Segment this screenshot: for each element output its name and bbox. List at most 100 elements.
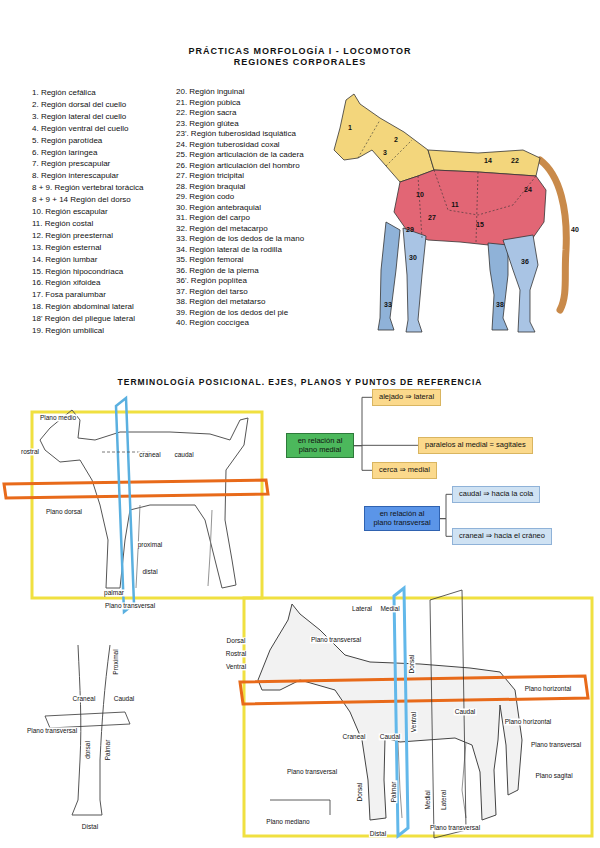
- region-list-item: 2. Región dorsal del cuello: [32, 101, 126, 110]
- direction-label: palmar: [103, 589, 125, 596]
- direction-label: Lateral: [440, 789, 447, 811]
- direction-label: Medial: [424, 789, 431, 810]
- direction-label: Medial: [379, 605, 400, 612]
- direction-label: Ventral: [410, 711, 417, 733]
- region-list-item: 32. Región del metacarpo: [176, 225, 268, 234]
- direction-label: Rostral: [225, 650, 248, 657]
- connector-line: [440, 494, 452, 518]
- region-list-item: 19. Región umbilical: [32, 327, 104, 336]
- direction-label: Plano transversal: [286, 768, 338, 775]
- callout-number: 40: [571, 226, 579, 234]
- region-list-item: 5. Región parotídea: [32, 137, 102, 146]
- callout-number: 36: [521, 258, 529, 266]
- region-list-item: 17. Fosa paralumbar: [32, 291, 106, 300]
- direction-label: Plano mediano: [265, 818, 310, 825]
- callout-number: 1: [348, 124, 352, 132]
- region-list-item: 27. Región tricipital: [176, 172, 244, 181]
- horse-outline: [258, 604, 522, 820]
- direction-label: Lateral: [351, 605, 373, 612]
- connector-line: [440, 519, 452, 537]
- definition-box: cerca ⇒ medial: [372, 462, 437, 479]
- foreleg-far: [378, 222, 400, 330]
- region-list-item: 22. Región sacra: [176, 109, 236, 118]
- median-plane-mark: [270, 800, 330, 815]
- callout-number: 24: [524, 186, 532, 194]
- dorsal-plane: [4, 480, 268, 498]
- direction-label: Plano horizontal: [504, 718, 553, 725]
- definition-box: alejado ⇒ lateral: [372, 389, 441, 406]
- direction-label: Ventral: [225, 663, 247, 670]
- head-neck-region: [334, 94, 434, 182]
- region-list-item: 3. Región lateral del cuello: [32, 113, 126, 122]
- callout-number: 38: [496, 301, 504, 309]
- direction-label: Plano transversal: [429, 824, 481, 831]
- hindleg-near: [503, 235, 538, 332]
- region-borders: [358, 120, 536, 243]
- callout-number: 3: [383, 149, 387, 157]
- box-text: en relación al plano transversal: [371, 510, 433, 527]
- region-list-item: 12. Región preesternal: [32, 232, 113, 241]
- region-list-item: 33. Región de los dedos de la mano: [176, 235, 304, 244]
- direction-label: proximal: [137, 541, 164, 548]
- region-list-item: 16. Región xifoidea: [32, 279, 101, 288]
- region-list-item: 29. Región codo: [176, 193, 234, 202]
- callout-number: 15: [476, 221, 484, 229]
- region-list-item: 4. Región ventral del cuello: [32, 125, 129, 134]
- transverse-plane: [116, 398, 134, 612]
- direction-label: Plano transversal: [26, 727, 78, 734]
- callout-number: 29: [406, 226, 414, 234]
- frame-plane: [32, 412, 262, 598]
- direction-label: Caudal: [113, 695, 136, 702]
- region-list-item: 37. Región del tarso: [176, 288, 248, 297]
- leg-plane: [45, 712, 130, 728]
- region-list-item: 25. Región articulación de la cadera: [176, 151, 304, 160]
- category-box: en relación al plano medial: [286, 433, 354, 458]
- region-list-item: 14. Región lumbar: [32, 256, 97, 265]
- direction-label: Dorsal: [356, 782, 363, 803]
- box-text: paralelos al medial = sagitales: [425, 441, 526, 450]
- direction-label: Caudal: [454, 708, 477, 715]
- direction-label: Plano sagital: [534, 772, 573, 779]
- region-list-item: 7. Región prescapular: [32, 160, 110, 169]
- region-list-item: 20. Región inguinal: [176, 88, 245, 97]
- callout-number: 10: [416, 191, 424, 199]
- box-text: alejado ⇒ lateral: [379, 393, 434, 402]
- direction-label: Dorsal: [408, 654, 415, 675]
- direction-label: rostral: [20, 448, 40, 455]
- direction-label: Caudal: [379, 733, 402, 740]
- direction-label: Plano transversal: [104, 602, 156, 609]
- horse-tail: [540, 160, 566, 310]
- direction-label: Proximal: [112, 648, 119, 675]
- region-list-item: 24. Región tuberosidad coxal: [176, 141, 280, 150]
- region-list-item: 6. Región laríngea: [32, 149, 97, 158]
- region-list-item: 10. Región escapular: [32, 208, 108, 217]
- box-text: cerca ⇒ medial: [379, 466, 430, 475]
- definition-box: caudal ⇒ hacia la cola: [452, 486, 540, 503]
- box-text: en relación al plano medial: [293, 437, 347, 454]
- region-list-item: 40. Región coccígea: [176, 319, 249, 328]
- callout-number: 11: [451, 201, 458, 209]
- region-list-item: 26. Región articulación del hombro: [176, 162, 300, 171]
- direction-label: craneal: [138, 451, 161, 458]
- region-list-item: 13. Región esternal: [32, 244, 101, 253]
- direction-label: Plano medio: [39, 414, 77, 421]
- direction-label: dorsal: [84, 740, 91, 760]
- page-title: PRÁCTICAS MORFOLOGÍA I - LOCOMOTOR: [189, 47, 412, 57]
- callout-number: 14: [484, 157, 492, 165]
- frame-plane: [244, 598, 592, 836]
- region-list-item: 11. Región costal: [32, 220, 93, 229]
- callout-number: 33: [384, 301, 392, 309]
- category-box: en relación al plano transversal: [364, 506, 440, 531]
- direction-label: distal: [141, 568, 158, 575]
- region-list-item: 38. Región del metatarso: [176, 298, 265, 307]
- region-list-item: 28. Región braquial: [176, 183, 245, 192]
- foreleg-near: [403, 228, 426, 332]
- direction-label: Palmar: [390, 781, 397, 804]
- region-list-item: 36. Región de la pierna: [176, 267, 259, 276]
- direction-label: Craneal: [72, 695, 97, 702]
- region-list-item: 1. Región cefálica: [32, 89, 96, 98]
- definition-box: craneal ⇒ hacia el cráneo: [452, 528, 552, 545]
- region-list-item: 8 + 9. Región vertebral torácica: [32, 184, 143, 193]
- region-list-item: 8 + 9 + 14 Región del dorso: [32, 196, 131, 205]
- direction-label: Plano horizontal: [524, 685, 573, 692]
